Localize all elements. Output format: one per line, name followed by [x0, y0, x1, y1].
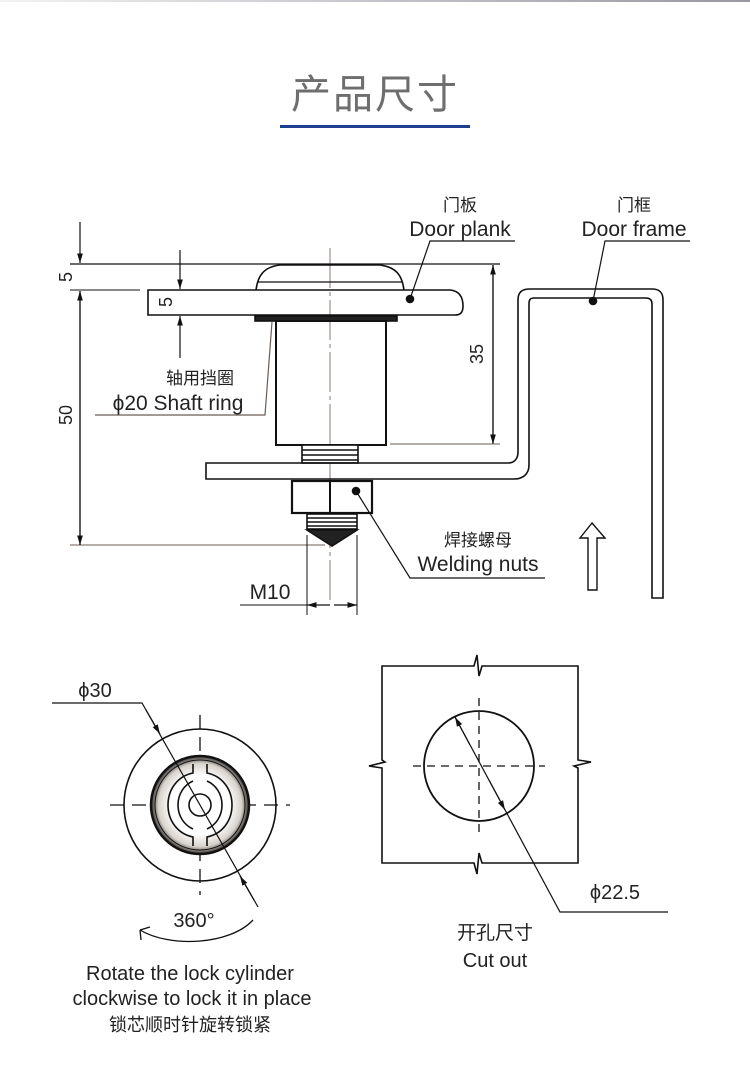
- outer-ring: [123, 728, 277, 882]
- caption-cn: 锁芯顺时针旋转锁紧: [109, 1015, 271, 1036]
- cutout-caption-cn: 开孔尺寸: [457, 922, 533, 944]
- cutout-hole: [423, 710, 535, 822]
- door-plank-label-en: Door plank: [409, 218, 511, 241]
- title-underline: [280, 125, 470, 128]
- front-view: [52, 702, 290, 943]
- dim-thread: M10: [250, 581, 291, 604]
- door-plank-leader: [409, 240, 515, 300]
- rotation-arc: [139, 919, 254, 943]
- dim-head-height: 5: [56, 272, 76, 282]
- shaft-ring-leader: [95, 321, 273, 416]
- door-frame-shape: [205, 288, 664, 599]
- dim-plank-thickness: 5: [156, 297, 176, 307]
- door-frame-label-en: Door frame: [581, 218, 686, 241]
- rotation-label: 360°: [173, 910, 214, 932]
- door-plank-shape: [147, 289, 464, 316]
- lock-head: [255, 264, 405, 291]
- door-plank-label-cn: 门板: [443, 196, 477, 216]
- up-arrow-icon: [578, 521, 607, 591]
- page-title: 产品尺寸: [291, 72, 459, 118]
- cylinder-body: [275, 320, 387, 446]
- welding-nut-shape: [290, 479, 374, 515]
- cutout-caption-en: Cut out: [463, 950, 528, 972]
- top-border: [0, 0, 750, 2]
- cutout-diameter-label: ϕ22.5: [590, 882, 640, 904]
- caption-en-line2: clockwise to lock it in place: [73, 988, 312, 1010]
- rotation-arrow-icon: [139, 926, 151, 941]
- panel-shape: [368, 654, 592, 875]
- caption-en-line1: Rotate the lock cylinder: [86, 963, 294, 985]
- shaft-ring-label-cn: 轴用挡圈: [166, 369, 234, 389]
- door-frame-leader: [592, 240, 690, 302]
- welding-nuts-label-cn: 焊接螺母: [444, 531, 512, 551]
- welding-nuts-leader: [355, 490, 545, 579]
- welding-nuts-label-en: Welding nuts: [417, 553, 538, 576]
- side-view: [70, 222, 690, 615]
- shaft-ring-label-en: ϕ20 Shaft ring: [113, 392, 244, 415]
- keyhole: [188, 793, 212, 817]
- front-diameter-label: ϕ30: [78, 680, 111, 702]
- cutout-view: [368, 654, 668, 913]
- dim-plank-to-frame: 35: [467, 344, 487, 364]
- door-frame-label-cn: 门框: [617, 196, 651, 216]
- screw-tip: [304, 529, 360, 547]
- front-diameter-leader: [52, 702, 259, 908]
- dim-total-length: 50: [56, 405, 76, 425]
